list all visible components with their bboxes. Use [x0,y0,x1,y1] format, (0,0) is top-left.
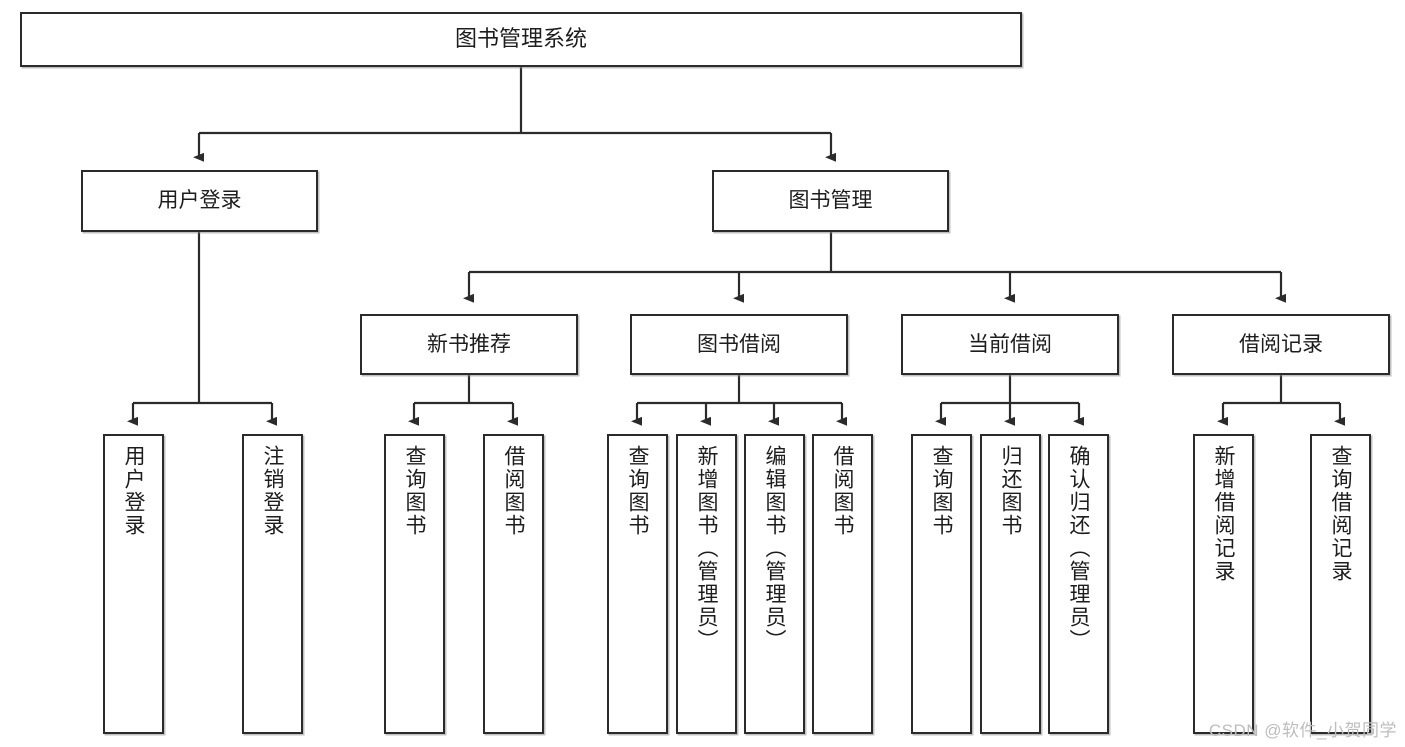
node-book-management[interactable]: 图书管理 [712,170,949,232]
leaf-current-return[interactable]: 归还图书 [980,434,1041,734]
leaf-newbook-query-label: 查询图书 [403,445,426,537]
node-book-management-label: 图书管理 [788,189,873,213]
leaf-current-confirm-return-label: 确认归还（管理员） [1067,445,1090,652]
leaf-borrow-query[interactable]: 查询图书 [607,434,668,734]
leaf-record-query-label: 查询借阅记录 [1329,445,1352,583]
node-borrow-record[interactable]: 借阅记录 [1172,314,1390,375]
leaf-newbook-borrow[interactable]: 借阅图书 [483,434,544,734]
leaf-borrow-edit-book-label: 编辑图书（管理员） [763,445,786,652]
leaf-user-login-label: 用户登录 [122,445,145,537]
leaf-current-query[interactable]: 查询图书 [911,434,972,734]
leaf-borrow-add-book-label: 新增图书（管理员） [695,445,718,652]
leaf-borrow-borrow-book-label: 借阅图书 [831,445,854,537]
leaf-current-confirm-return[interactable]: 确认归还（管理员） [1048,434,1109,734]
node-root[interactable]: 图书管理系统 [20,12,1022,67]
leaf-record-add-label: 新增借阅记录 [1212,445,1235,583]
watermark: CSDN @软件_小贺同学 [1208,721,1397,740]
leaf-borrow-query-label: 查询图书 [626,445,649,537]
node-borrow-record-label: 借阅记录 [1239,332,1323,356]
node-user-login[interactable]: 用户登录 [81,170,318,232]
leaf-newbook-borrow-label: 借阅图书 [502,445,525,537]
leaf-current-return-label: 归还图书 [999,445,1022,537]
node-current-borrow[interactable]: 当前借阅 [901,314,1119,375]
node-new-book-recommend[interactable]: 新书推荐 [360,314,578,375]
node-book-borrow-label: 图书借阅 [697,332,781,356]
leaf-user-logout[interactable]: 注销登录 [242,434,303,734]
leaf-newbook-query[interactable]: 查询图书 [384,434,445,734]
leaf-record-query[interactable]: 查询借阅记录 [1310,434,1371,734]
node-new-book-recommend-label: 新书推荐 [427,332,511,356]
leaf-user-logout-label: 注销登录 [261,445,284,537]
node-root-label: 图书管理系统 [454,26,587,52]
node-book-borrow[interactable]: 图书借阅 [630,314,848,375]
node-user-login-label: 用户登录 [157,189,242,213]
node-current-borrow-label: 当前借阅 [968,332,1052,356]
leaf-user-login[interactable]: 用户登录 [103,434,164,734]
leaf-borrow-borrow-book[interactable]: 借阅图书 [812,434,873,734]
leaf-record-add[interactable]: 新增借阅记录 [1193,434,1254,734]
leaf-current-query-label: 查询图书 [930,445,953,537]
leaf-borrow-edit-book[interactable]: 编辑图书（管理员） [744,434,805,734]
leaf-borrow-add-book[interactable]: 新增图书（管理员） [676,434,737,734]
